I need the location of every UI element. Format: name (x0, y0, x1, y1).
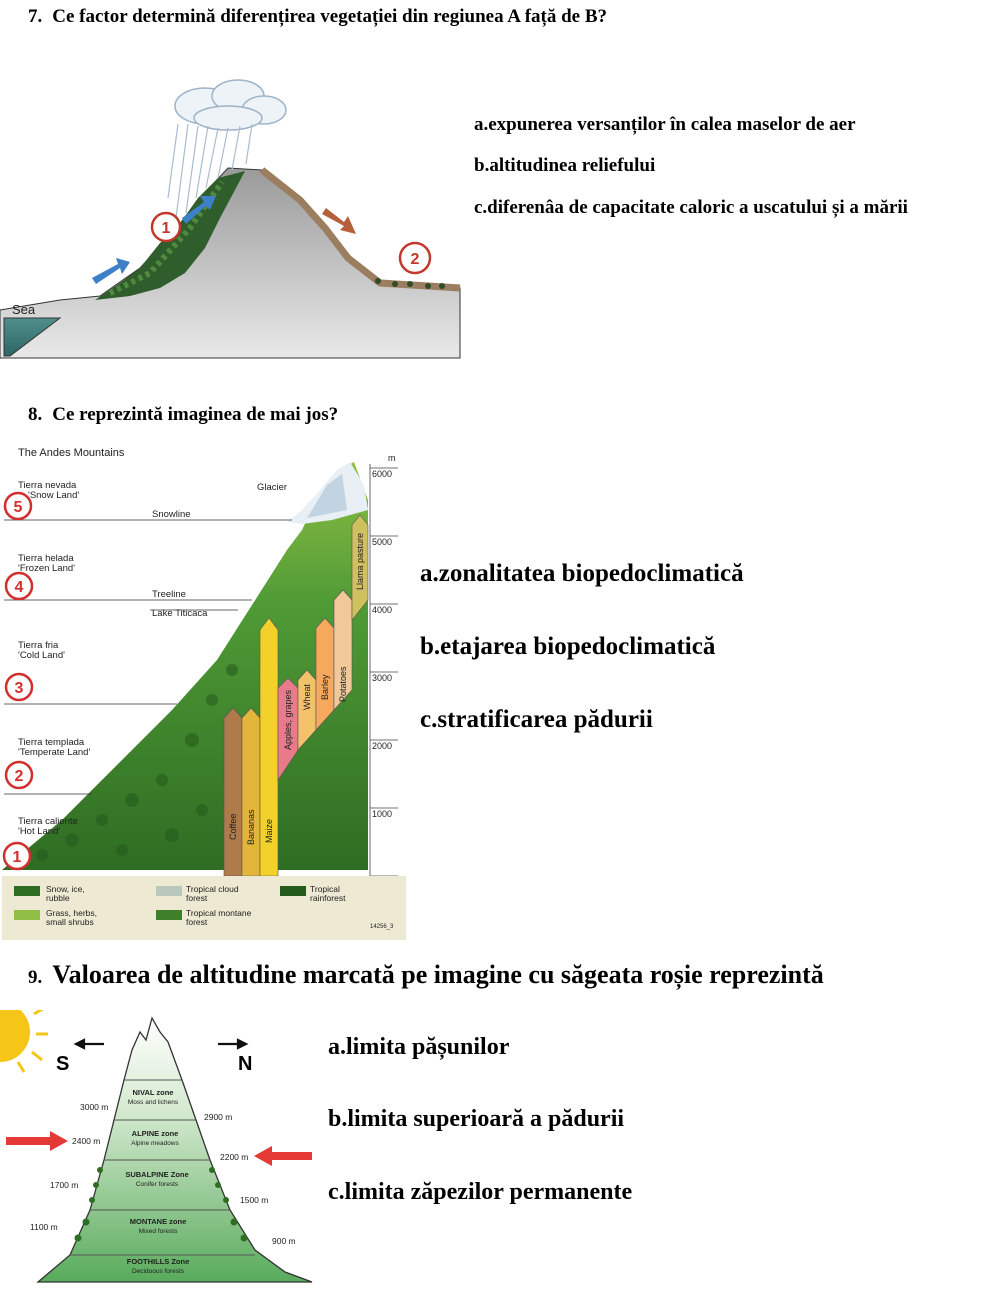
crop-barley: Barley (320, 674, 330, 700)
question-9-title: 9. Valoarea de altitudine marcată pe imag… (28, 960, 824, 990)
zone-4-name: Tierra helada (18, 553, 74, 564)
zone-1-sub: 'Hot Land' (18, 826, 60, 837)
tick-2000: 2000 (372, 741, 392, 751)
north-label: N (238, 1053, 252, 1075)
legend-5-l2: rainforest (310, 893, 346, 903)
question-number: 9. (28, 967, 43, 988)
legend-4-l1: Tropical montane (186, 908, 252, 918)
zone-subalpine-desc: Conifer forests (136, 1181, 179, 1188)
q9-option-b[interactable]: b.limita superioară a pădurii (328, 1106, 625, 1132)
marker-1: 1 (162, 220, 171, 237)
alt-left-2400: 2400 m (72, 1136, 100, 1146)
tick-4000: 4000 (372, 605, 392, 615)
snowline-label: Snowline (152, 509, 191, 520)
tick-6000: 6000 (372, 469, 392, 479)
zone-2-sub: 'Temperate Land' (18, 747, 90, 758)
question-text: Ce factor determină diferențirea vegetaț… (52, 6, 608, 27)
crop-maize: Maize (264, 819, 274, 843)
crop-bananas: Bananas (246, 809, 256, 845)
marker-2: 2 (411, 251, 420, 268)
crop-apples: Apples, grapes (283, 689, 293, 750)
legend-4-l2: forest (186, 917, 208, 927)
zone-subalpine: SUBALPINE Zone (125, 1170, 188, 1179)
tick-3000: 3000 (372, 673, 392, 683)
question-7-title: 7. Ce factor determină diferențirea veget… (28, 6, 607, 28)
chart-title: The Andes Mountains (18, 447, 125, 459)
alt-right-2200: 2200 m (220, 1152, 248, 1162)
zone-alpine: ALPINE zone (132, 1129, 179, 1138)
q8-option-b[interactable]: b.etajarea biopedoclimatică (420, 633, 716, 660)
crop-coffee: Coffee (228, 814, 238, 840)
q8-option-c[interactable]: c.stratificarea pădurii (420, 706, 653, 733)
alt-left-1700: 1700 m (50, 1180, 78, 1190)
zone-5-name: Tierra nevada (18, 480, 77, 491)
legend-2-l2: small shrubs (46, 917, 94, 927)
alt-left-3000: 3000 m (80, 1102, 108, 1112)
question-number: 7. (28, 6, 43, 27)
treeline-label: Treeline (152, 589, 186, 600)
legend-1-l1: Snow, ice, (46, 884, 85, 894)
andes-figure: The Andes Mountains Tierra nevada 'Snow … (2, 440, 406, 940)
red-arrow-left (6, 1131, 68, 1151)
zone-marker-3: 3 (15, 680, 24, 697)
zone-montane: MONTANE zone (130, 1217, 187, 1226)
zone-nival: NIVAL zone (133, 1088, 174, 1097)
alt-right-900: 900 m (272, 1236, 296, 1246)
alt-right-1500: 1500 m (240, 1195, 268, 1205)
alt-right-2900: 2900 m (204, 1112, 232, 1122)
q9-option-c[interactable]: c.limita zăpezilor permanente (328, 1179, 633, 1205)
q9-option-a[interactable]: a.limita pășunilor (328, 1034, 510, 1060)
altitudinal-zones-figure: S N NIVAL zone Moss and lichens ALPINE z… (0, 1002, 318, 1288)
zone-3-sub: 'Cold Land' (18, 650, 65, 661)
zone-marker-1: 1 (13, 849, 22, 866)
zone-alpine-desc: Alpine meadows (131, 1140, 179, 1147)
zone-foothills: FOOTHILLS Zone (127, 1257, 190, 1266)
legend-1-l2: rubble (46, 893, 70, 903)
zone-foothills-desc: Deciduous forests (132, 1268, 185, 1275)
zone-2-name: Tierra templada (18, 737, 85, 748)
zone-3-name: Tierra fria (18, 640, 59, 651)
legend-3-l2: forest (186, 893, 208, 903)
zone-nival-desc: Moss and lichens (128, 1099, 179, 1106)
question-text: Valoarea de altitudine marcată pe imagin… (52, 960, 824, 989)
legend-3-l1: Tropical cloud (186, 884, 239, 894)
question-8-title: 8. Ce reprezintă imaginea de mai jos? (28, 404, 338, 426)
glacier-label: Glacier (257, 482, 287, 493)
zone-marker-2: 2 (15, 768, 24, 785)
crop-wheat: Wheat (302, 683, 312, 710)
zone-marker-4: 4 (15, 579, 24, 596)
lake-label: Lake Titicaca (152, 608, 208, 619)
figure-code: 14256_3 (370, 924, 394, 930)
tick-5000: 5000 (372, 537, 392, 547)
axis-unit: m (388, 453, 396, 463)
question-text: Ce reprezintă imaginea de mai jos? (52, 404, 339, 425)
alt-left-1100: 1100 m (30, 1222, 58, 1232)
zone-marker-5: 5 (14, 499, 23, 516)
zone-1-name: Tierra caliente (18, 816, 78, 827)
question-number: 8. (28, 404, 43, 425)
zone-montane-desc: Mixed forests (139, 1228, 178, 1235)
sea-label: Sea (12, 302, 36, 317)
tick-1000: 1000 (372, 809, 392, 819)
red-arrow-right (254, 1146, 312, 1166)
q8-option-a[interactable]: a.zonalitatea biopedoclimatică (420, 560, 744, 587)
legend-5-l1: Tropical (310, 884, 340, 894)
crop-llama: Llama pasture (355, 533, 365, 590)
zone-4-sub: 'Frozen Land' (18, 563, 75, 574)
legend-2-l1: Grass, herbs, (46, 908, 97, 918)
rain-shadow-figure: 1 2 Sea (0, 78, 462, 360)
crop-potatoes: Potatoes (338, 666, 348, 702)
q7-option-a[interactable]: a.expunerea versanților în calea maselor… (474, 114, 856, 135)
south-label: S (56, 1053, 69, 1075)
q7-option-c[interactable]: c.diferenâa de capacitate caloric a usca… (474, 197, 908, 218)
zone-5-sub: 'Snow Land' (28, 490, 79, 501)
q7-option-b[interactable]: b.altitudinea reliefului (474, 155, 656, 176)
